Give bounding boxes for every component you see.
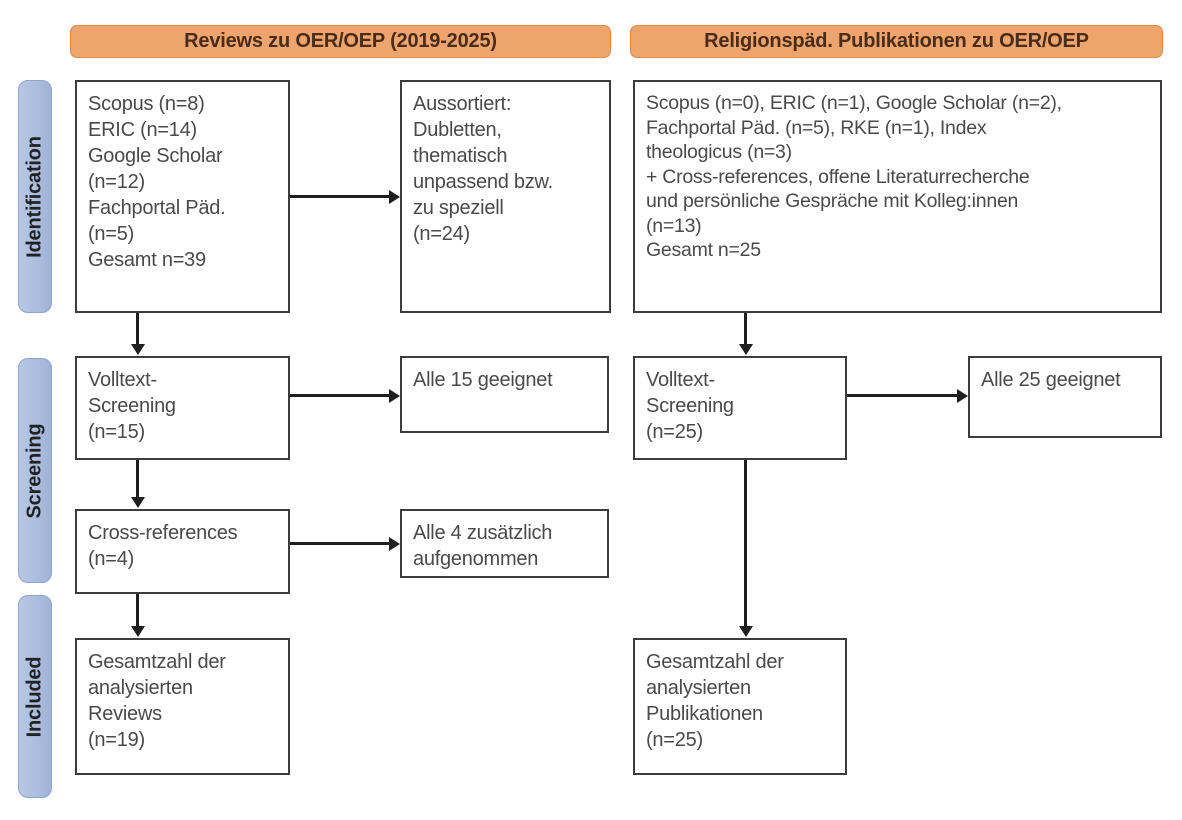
left-crossreferences-box: Cross-references (n=4) bbox=[75, 509, 290, 594]
left-crossreferences-outcome-box: Alle 4 zusätzlich aufgenommen bbox=[400, 509, 609, 578]
connector-right-fulltext-to-outcome bbox=[847, 394, 958, 397]
phase-label-screening-text: Screening bbox=[23, 423, 46, 518]
connector-right-sources-to-fulltext bbox=[744, 313, 747, 344]
connector-left-fulltext-to-outcome bbox=[290, 394, 390, 397]
arrowhead-left-fulltext-to-outcome bbox=[389, 388, 400, 403]
right-fulltext-screening-box: Volltext- Screening (n=25) bbox=[633, 356, 847, 460]
arrowhead-left-crossref-to-outcome bbox=[389, 536, 400, 551]
arrowhead-left-sources-to-fulltext bbox=[130, 344, 145, 355]
left-fulltext-outcome-box: Alle 15 geeignet bbox=[400, 356, 609, 433]
column-header-right: Religionspäd. Publikationen zu OER/OEP bbox=[630, 25, 1163, 58]
arrowhead-left-sources-to-excluded bbox=[389, 189, 400, 204]
connector-left-crossref-to-included bbox=[136, 594, 139, 626]
phase-label-identification-text: Identification bbox=[23, 135, 46, 258]
connector-left-sources-to-fulltext bbox=[136, 313, 139, 344]
connector-left-fulltext-to-crossref bbox=[136, 460, 139, 497]
left-included-total-box: Gesamtzahl der analysierten Reviews (n=1… bbox=[75, 638, 290, 775]
phase-label-identification: Identification bbox=[18, 80, 52, 313]
arrowhead-left-crossref-to-included bbox=[130, 626, 145, 637]
connector-left-crossref-to-outcome bbox=[290, 542, 390, 545]
arrowhead-right-fulltext-to-outcome bbox=[957, 388, 968, 403]
column-header-left: Reviews zu OER/OEP (2019-2025) bbox=[70, 25, 611, 58]
arrowhead-left-fulltext-to-crossref bbox=[130, 497, 145, 508]
right-included-total-box: Gesamtzahl der analysierten Publikatione… bbox=[633, 638, 847, 775]
arrowhead-right-fulltext-to-included bbox=[738, 626, 753, 637]
connector-left-sources-to-excluded bbox=[290, 195, 390, 198]
left-excluded-box: Aussortiert: Dubletten, thematisch unpas… bbox=[400, 80, 611, 313]
left-sources-box: Scopus (n=8) ERIC (n=14) Google Scholar … bbox=[75, 80, 290, 313]
right-sources-box: Scopus (n=0), ERIC (n=1), Google Scholar… bbox=[633, 80, 1162, 313]
phase-label-screening: Screening bbox=[18, 358, 52, 583]
connector-right-fulltext-to-included bbox=[744, 460, 747, 626]
phase-label-included-text: Included bbox=[23, 656, 46, 737]
left-fulltext-screening-box: Volltext- Screening (n=15) bbox=[75, 356, 290, 460]
phase-label-included: Included bbox=[18, 595, 52, 798]
right-fulltext-outcome-box: Alle 25 geeignet bbox=[968, 356, 1162, 438]
arrowhead-right-sources-to-fulltext bbox=[738, 344, 753, 355]
